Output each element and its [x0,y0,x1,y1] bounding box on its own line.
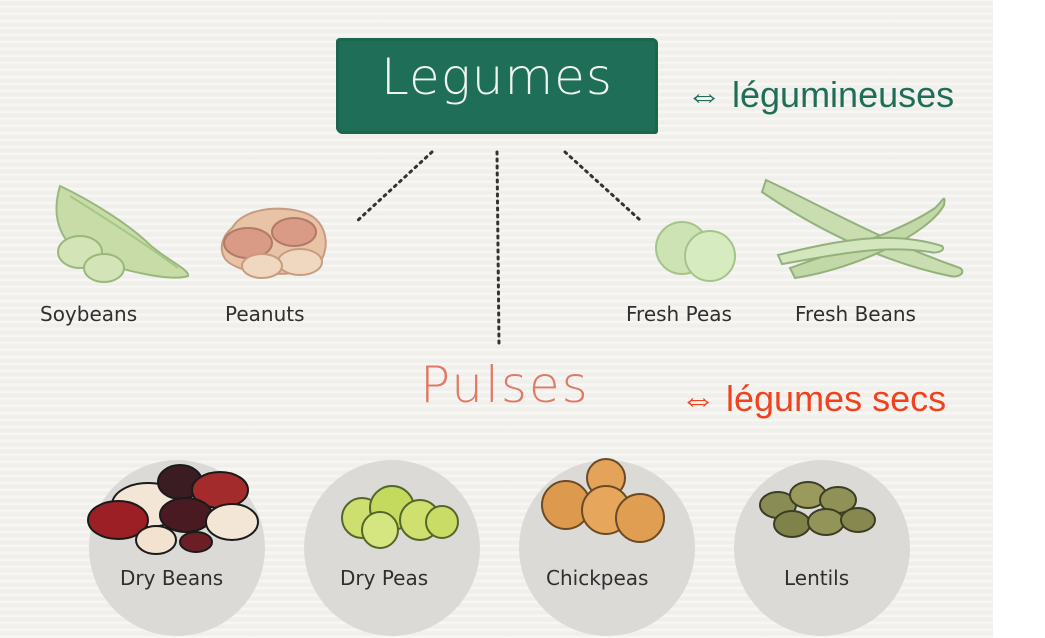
fresh-beans-illustration [762,180,962,278]
fresh-peas-illustration [656,222,735,281]
fresh-beans-label: Fresh Beans [795,302,916,326]
connector-to-fresh-peas [565,152,640,220]
lentils-label: Lentils [784,566,849,590]
fresh-peas-label: Fresh Peas [626,302,732,326]
soybeans-illustration [57,186,189,282]
soybeans-label: Soybeans [40,302,137,326]
connector-to-peanuts [356,152,432,222]
dry-beans-label: Dry Beans [120,566,223,590]
connector-to-pulses [497,152,499,345]
chickpeas-label: Chickpeas [546,566,648,590]
legumes-secs-translation: ⇔ légumes secs [680,378,946,420]
peanuts-illustration [222,209,326,278]
pulses-title: Pulses [420,356,590,414]
dry-peas-label: Dry Peas [340,566,428,590]
peanuts-label: Peanuts [225,302,305,326]
